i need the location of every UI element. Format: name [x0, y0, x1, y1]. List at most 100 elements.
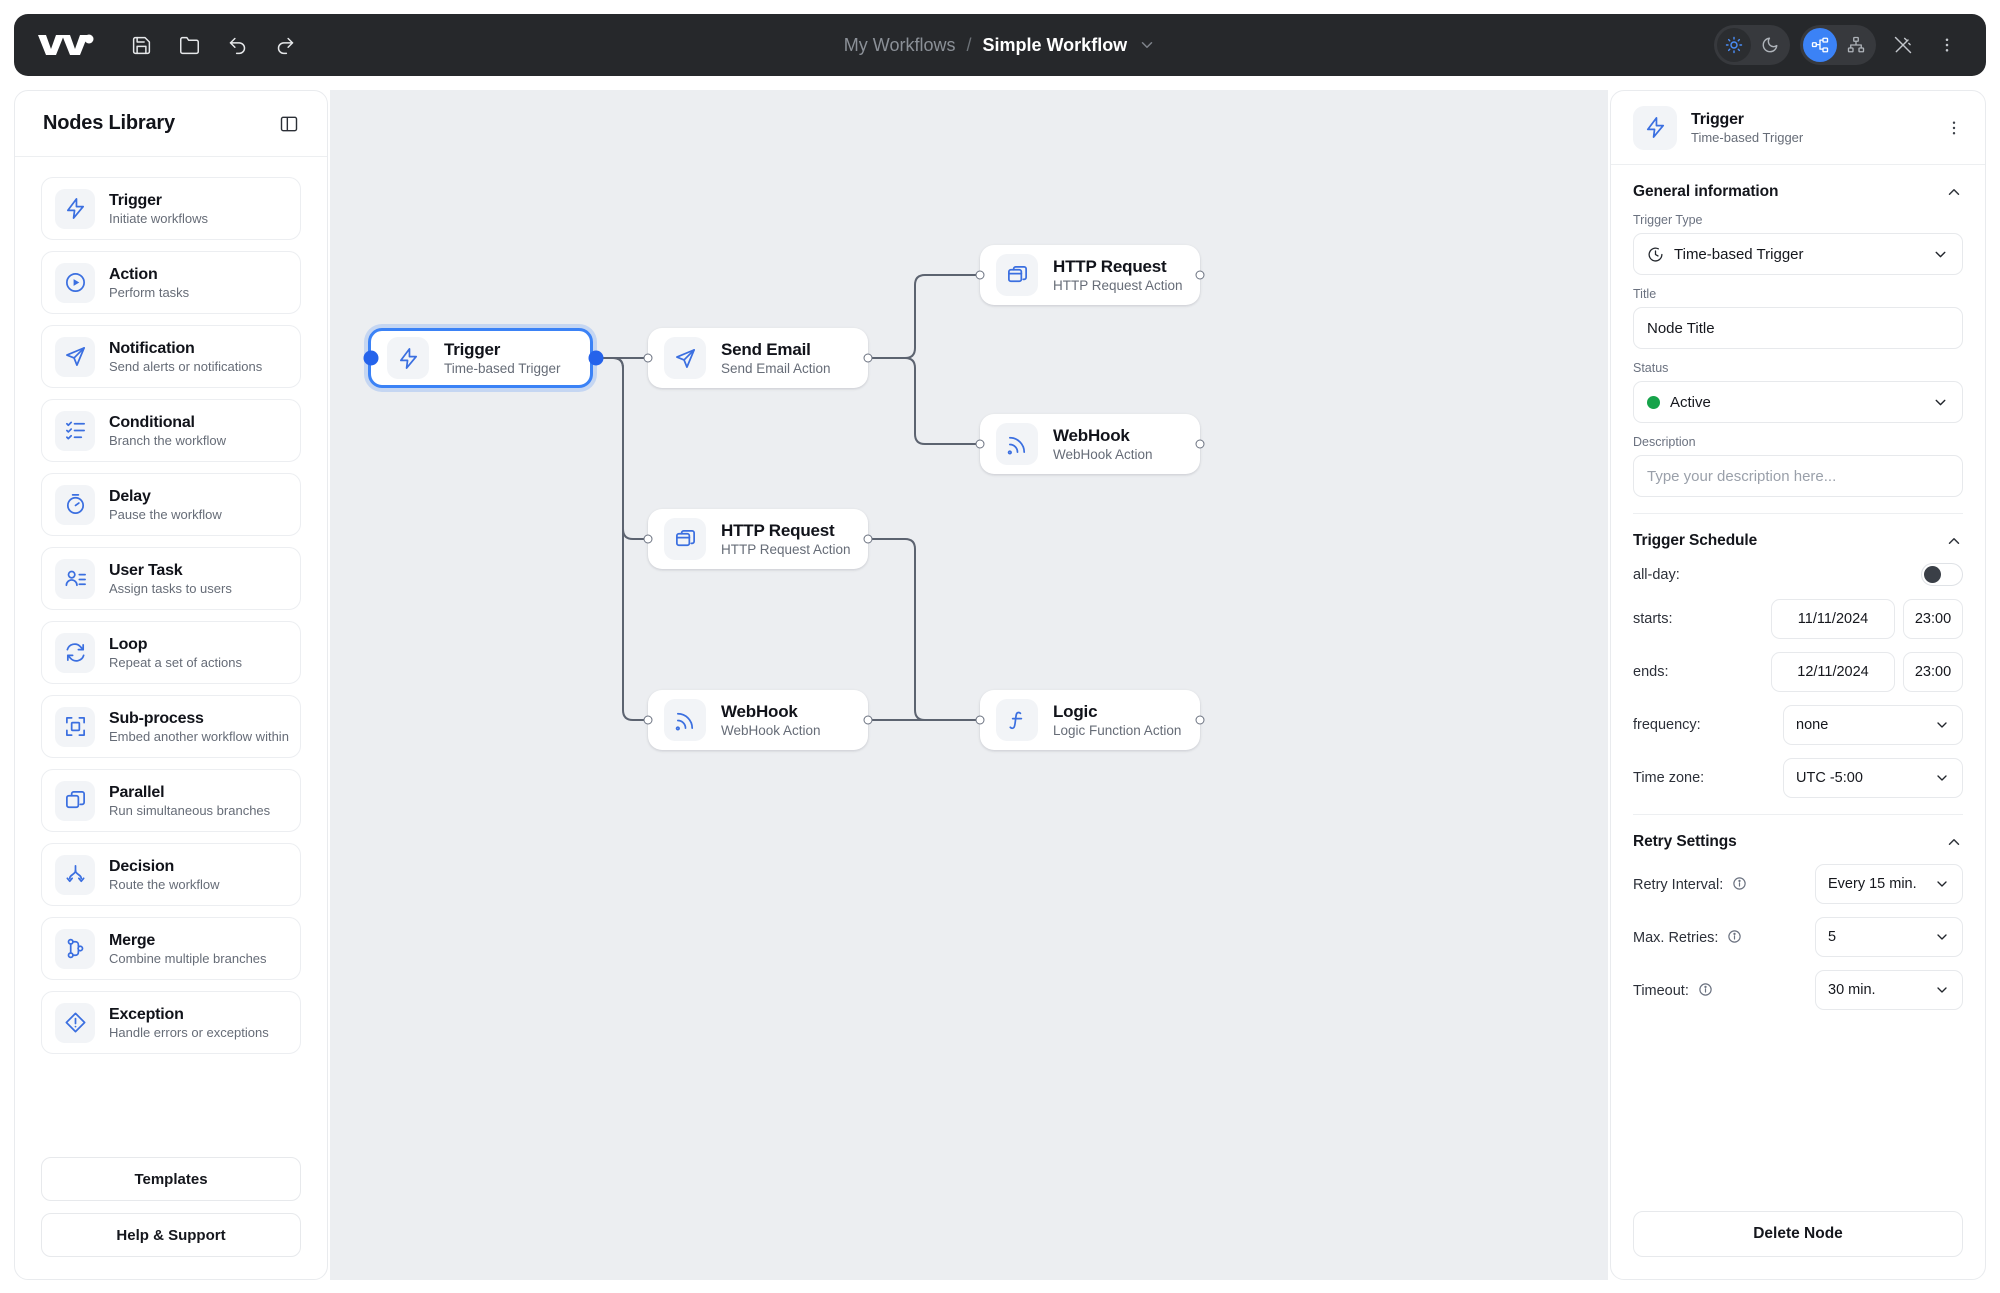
- description-input[interactable]: Type your description here...: [1633, 455, 1963, 497]
- chevron-up-icon[interactable]: [1945, 532, 1963, 550]
- sun-icon[interactable]: [1717, 28, 1751, 62]
- chevron-down-icon[interactable]: [1932, 394, 1949, 411]
- chevron-down-icon[interactable]: [1138, 36, 1156, 54]
- section-retry-settings: Retry Settings Retry Interval: Every 15 …: [1633, 815, 1963, 1026]
- info-icon[interactable]: [1698, 982, 1713, 997]
- retry-interval-select[interactable]: Every 15 min.: [1815, 864, 1963, 904]
- vertical-layout-icon[interactable]: [1839, 28, 1873, 62]
- starts-time-input[interactable]: 23:00: [1903, 599, 1963, 639]
- info-icon[interactable]: [1727, 929, 1742, 944]
- panel-collapse-icon[interactable]: [279, 114, 299, 134]
- row-retry-interval: Retry Interval: Every 15 min.: [1633, 864, 1963, 904]
- frequency-select[interactable]: none: [1783, 705, 1963, 745]
- node-output-port[interactable]: [863, 534, 873, 544]
- breadcrumb-parent[interactable]: My Workflows: [843, 34, 956, 55]
- chevron-up-icon[interactable]: [1945, 833, 1963, 851]
- node-output-port[interactable]: [1195, 439, 1205, 449]
- chevron-down-icon[interactable]: [1934, 929, 1950, 945]
- node-output-port[interactable]: [1195, 715, 1205, 725]
- canvas-node-subtitle: Time-based Trigger: [444, 361, 561, 376]
- row-starts: starts: 11/11/2024 23:00: [1633, 599, 1963, 639]
- library-node-title: Loop: [109, 635, 148, 653]
- more-vertical-icon[interactable]: [1945, 119, 1963, 137]
- title-input[interactable]: Node Title: [1633, 307, 1963, 349]
- section-retry-header[interactable]: Retry Settings: [1633, 833, 1963, 851]
- library-node-title: Delay: [109, 487, 151, 505]
- horizontal-layout-icon[interactable]: [1803, 28, 1837, 62]
- node-input-port[interactable]: [975, 715, 985, 725]
- node-output-port[interactable]: [1195, 270, 1205, 280]
- timeout-select[interactable]: 30 min.: [1815, 970, 1963, 1010]
- library-node-title: Exception: [109, 1005, 184, 1023]
- row-timeout: Timeout: 30 min.: [1633, 970, 1963, 1010]
- node-output-port[interactable]: [588, 350, 604, 366]
- section-trigger-schedule: Trigger Schedule all-day: starts: 11/11/…: [1633, 514, 1963, 815]
- node-input-port[interactable]: [975, 439, 985, 449]
- save-icon[interactable]: [128, 32, 154, 58]
- all-day-toggle[interactable]: [1921, 563, 1963, 586]
- help-support-button[interactable]: Help & Support: [41, 1213, 301, 1257]
- timezone-select[interactable]: UTC -5:00: [1783, 758, 1963, 798]
- info-icon[interactable]: [1732, 876, 1747, 891]
- node-input-port[interactable]: [363, 350, 379, 366]
- app-logo[interactable]: [36, 30, 94, 60]
- moon-icon[interactable]: [1753, 28, 1787, 62]
- trigger-type-value: Time-based Trigger: [1674, 245, 1804, 263]
- node-output-port[interactable]: [863, 353, 873, 363]
- breadcrumb-current[interactable]: Simple Workflow: [982, 34, 1128, 55]
- ends-time-input[interactable]: 23:00: [1903, 652, 1963, 692]
- status-select[interactable]: Active: [1633, 381, 1963, 423]
- starts-date-input[interactable]: 11/11/2024: [1771, 599, 1895, 639]
- top-toolbar: My Workflows / Simple Workflow: [14, 14, 1986, 76]
- chevron-up-icon[interactable]: [1945, 183, 1963, 201]
- redo-icon[interactable]: [272, 32, 298, 58]
- chevron-down-icon[interactable]: [1934, 982, 1950, 998]
- chevron-down-icon[interactable]: [1934, 717, 1950, 733]
- node-input-port[interactable]: [643, 534, 653, 544]
- more-vertical-icon[interactable]: [1930, 28, 1964, 62]
- chevron-down-icon[interactable]: [1932, 246, 1949, 263]
- chevron-down-icon[interactable]: [1934, 770, 1950, 786]
- node-input-port[interactable]: [975, 270, 985, 280]
- max-retries-select[interactable]: 5: [1815, 917, 1963, 957]
- bolt-icon: [387, 337, 429, 379]
- node-input-port[interactable]: [643, 353, 653, 363]
- templates-button[interactable]: Templates: [41, 1157, 301, 1201]
- open-folder-icon[interactable]: [176, 32, 202, 58]
- section-general-header[interactable]: General information: [1633, 183, 1963, 201]
- node-input-port[interactable]: [643, 715, 653, 725]
- undo-icon[interactable]: [224, 32, 250, 58]
- breadcrumb-separator: /: [966, 34, 972, 55]
- node-output-port[interactable]: [863, 715, 873, 725]
- library-node-title: Decision: [109, 857, 175, 875]
- timeout-value: 30 min.: [1828, 982, 1876, 998]
- section-schedule-header[interactable]: Trigger Schedule: [1633, 532, 1963, 550]
- magic-wand-icon[interactable]: [1886, 28, 1920, 62]
- starts-label: starts:: [1633, 611, 1673, 627]
- trigger-type-select[interactable]: Time-based Trigger: [1633, 233, 1963, 275]
- frequency-value: none: [1796, 717, 1829, 733]
- chevron-down-icon[interactable]: [1934, 876, 1950, 892]
- delete-node-button[interactable]: Delete Node: [1633, 1211, 1963, 1257]
- ends-date-input[interactable]: 12/11/2024: [1771, 652, 1895, 692]
